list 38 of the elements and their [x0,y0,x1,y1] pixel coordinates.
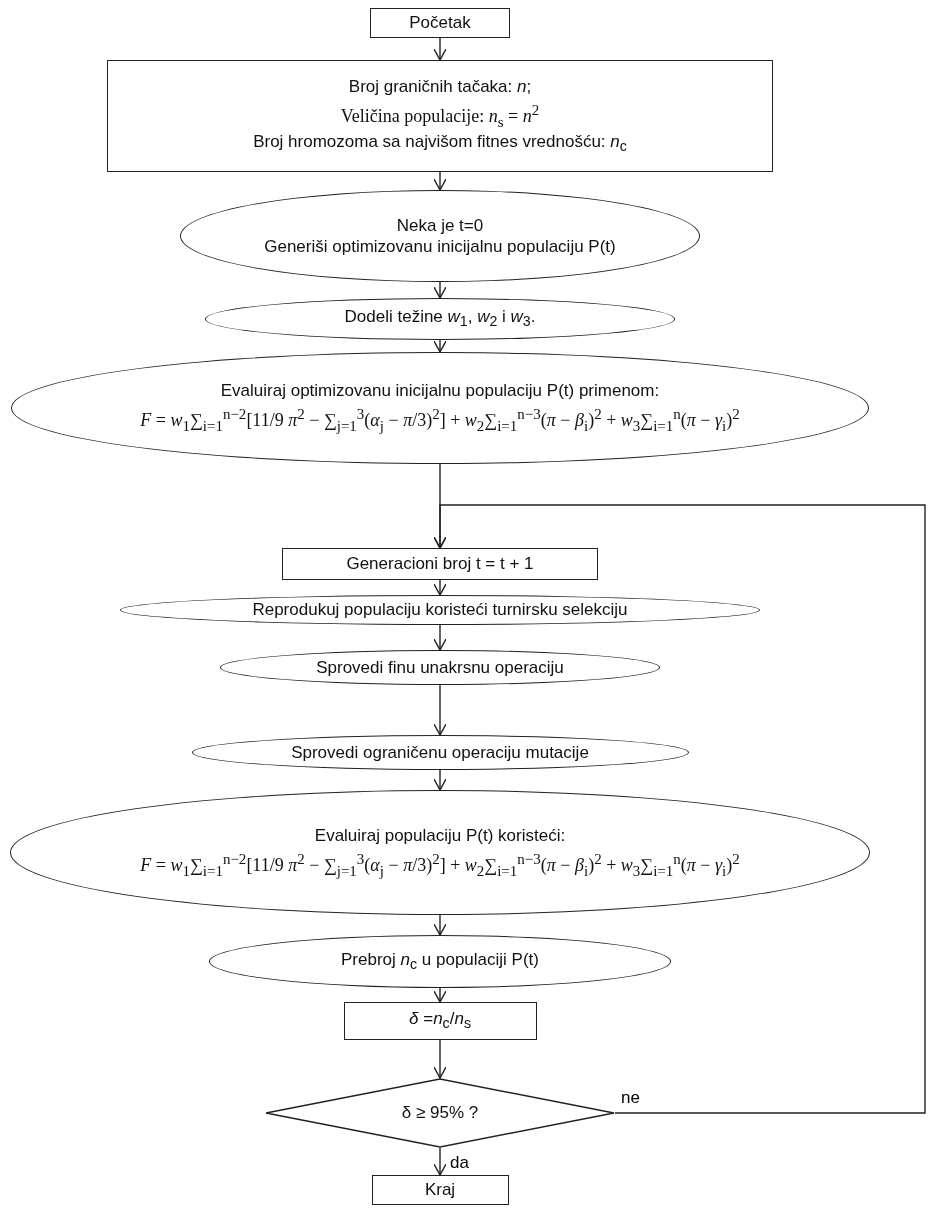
node-text: Evaluiraj populaciju P(t) koristeći: [314,824,566,846]
arrow [433,579,447,596]
formula: Veličina populacije: n$_{s}$ = n$^{2}$ [340,100,540,132]
formula: F = w$_{1}$∑$_{i=1}$$^{n−2}$[11/9 π$^{2}$ − ∑$_{j=1}$$^{3}$(α$_{j}$ − π/3)$^{2}$] + w$_{2}$∑$_{i=1}$$^{n−3}$(π − β$_{i}$)$^{2}$ + w$_{3}$∑$_{i=1}$$^{n}$(π − γ$_{i}$)$^{2}$ [140,405,740,436]
node-text: Broj graničnih tačaka: n; [348,75,532,97]
process-box [371,1175,509,1205]
process-box [282,548,598,580]
node-text: Reprodukuj populaciju koristeći turnirsku selekciju [252,599,628,621]
node-text: Sprovedi finu unakrsnu operaciju [316,656,564,679]
node-text: Broj hromozoma sa najvišom fitnes vrednošću: n$_{c}$ [253,131,627,157]
node-text: δ ≥ 95% ? [401,1102,479,1124]
arrow [433,37,447,61]
arrow [433,171,447,191]
decision-diamond [265,1078,615,1148]
arrow [433,281,447,299]
arrow [433,914,447,936]
formula: F = w$_{1}$∑$_{i=1}$$^{n−2}$[11/9 π$^{2}$ − ∑$_{j=1}$$^{3}$(α$_{j}$ − π/3)$^{2}$] + w$_{2}$∑$_{i=1}$$^{n−3}$(π − β$_{i}$)$^{2}$ + w$_{3}$∑$_{i=1}$$^{n}$(π − γ$_{i}$)$^{2}$ [140,849,740,881]
node-text: δ =n$_{c}$/n$_{s}$ [409,1008,471,1034]
node-text: Generacioni broj t = t + 1 [346,553,534,575]
node-text: Kraj [424,1179,456,1201]
arrow [433,339,447,353]
arrow [433,987,447,1003]
node-text: Neka je t=0 [396,214,484,236]
node-text: Prebroj n$_{c}$ u populaciji P(t) [341,948,539,975]
arrow [433,504,926,1114]
arrow [433,1039,447,1079]
process-box [107,60,773,172]
node-text: Evaluiraj optimizovanu inicijalnu populaciju P(t) primenom: [220,380,660,402]
node-text: Sprovedi ograničenu operaciju mutacije [291,741,589,764]
node-text: Početak [409,12,471,34]
node-text: Dodeli težine w$_{1}$, w$_{2}$ i w$_{3}$. [344,306,536,332]
arrow [433,769,447,791]
process-box [343,1002,537,1040]
arrow [433,624,447,651]
arrow [433,1147,447,1176]
arrow [433,684,447,736]
process-box [370,8,510,38]
node-text: Generiši optimizovanu inicijalnu populaciju P(t) [264,236,616,258]
